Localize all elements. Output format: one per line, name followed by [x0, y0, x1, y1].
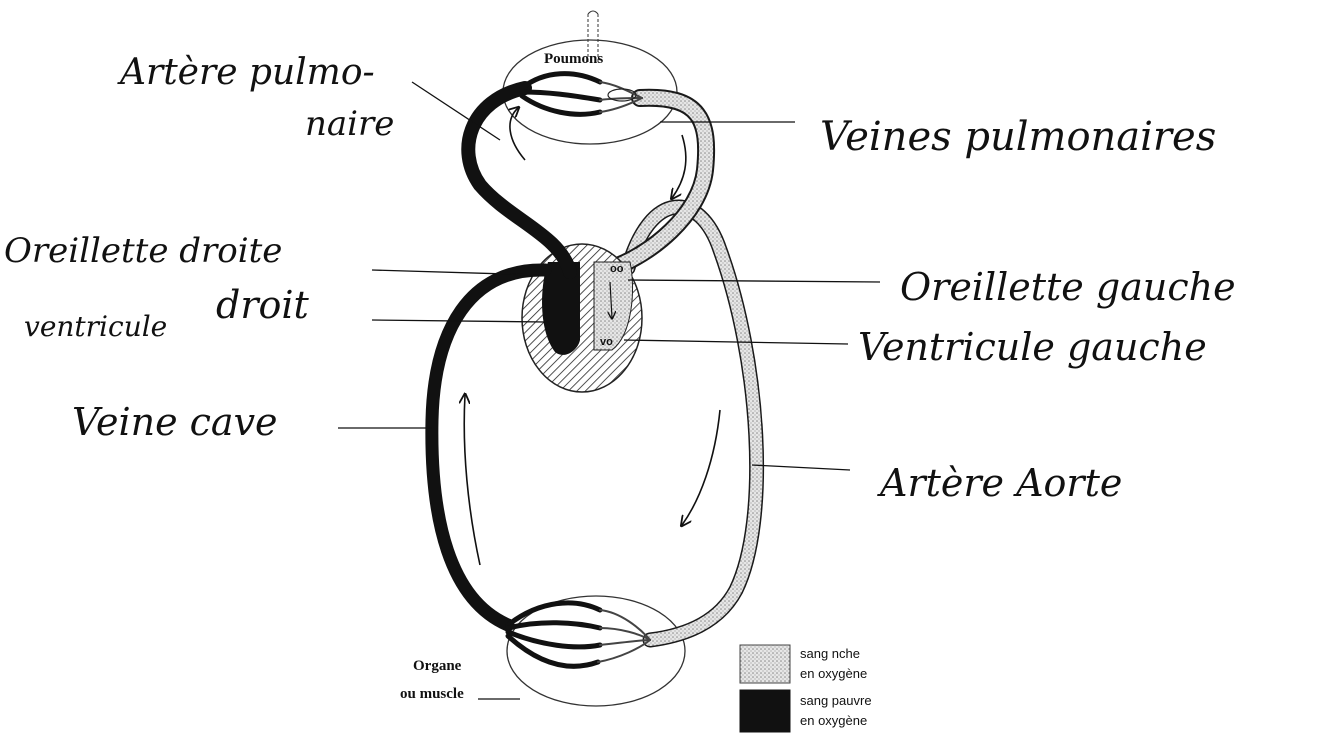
- organ-capillaries: [508, 603, 650, 666]
- pulmonary-artery-vessel: [468, 88, 570, 272]
- arrow-to-lungs: [510, 108, 525, 160]
- lung-capillaries: [522, 74, 642, 115]
- svg-text:vo: vo: [600, 336, 613, 348]
- label-oreillette-droite: Oreillette droite: [4, 231, 282, 271]
- label-organe-1: Organe: [413, 658, 462, 674]
- label-organe-2: ou muscle: [400, 686, 464, 702]
- legend-poor-line2: en oxygène: [800, 713, 867, 728]
- legend: sang nche en oxygène sang pauvre en oxyg…: [740, 645, 872, 732]
- label-ventricule-droit-a: ventricule: [24, 310, 167, 343]
- legend-poor-line1: sang pauvre: [800, 693, 872, 708]
- leader-artere-aorte: [752, 465, 850, 470]
- leader-ventricule-gauche: [624, 340, 848, 344]
- label-oreillette-gauche: Oreillette gauche: [900, 265, 1236, 309]
- arrow-lungs-to-heart: [672, 135, 686, 198]
- legend-swatch-poor: [740, 690, 790, 732]
- label-poumons: Poumons: [544, 51, 603, 67]
- svg-text:oo: oo: [610, 263, 624, 275]
- label-artere-pulmonaire-2: naire: [305, 104, 394, 144]
- label-veines-pulmonaires: Veines pulmonaires: [820, 114, 1216, 160]
- arrow-down-aorta: [682, 410, 720, 525]
- arrow-up-cava: [464, 395, 480, 565]
- legend-rich-line2: en oxygène: [800, 666, 867, 681]
- leader-lines: [338, 82, 880, 699]
- label-veine-cave: Veine cave: [72, 400, 278, 444]
- legend-rich-line1: sang nche: [800, 646, 860, 661]
- label-ventricule-gauche: Ventricule gauche: [858, 325, 1207, 369]
- label-artere-aorte: Artère Aorte: [877, 461, 1122, 505]
- label-artere-pulmonaire-1: Artère pulmo-: [117, 52, 375, 93]
- leader-oreillette-gauche: [628, 280, 880, 282]
- legend-swatch-rich: [740, 645, 790, 683]
- label-ventricule-droit-b: droit: [216, 283, 310, 327]
